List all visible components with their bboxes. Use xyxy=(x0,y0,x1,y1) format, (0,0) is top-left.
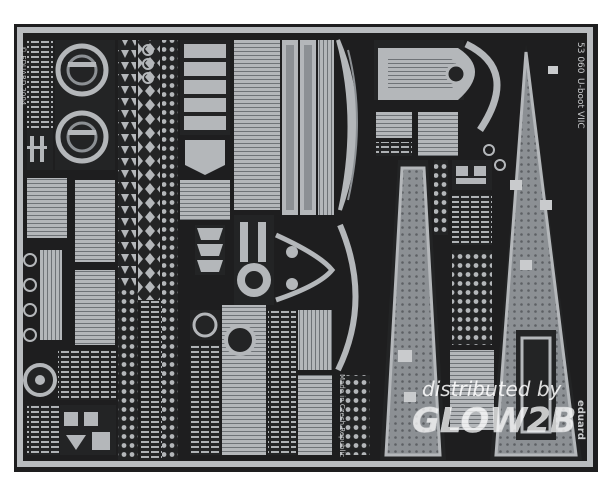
brand-label: eduard xyxy=(575,400,586,440)
fret-labels: 53 060 U-boot VIIC eduard © EDUARD 2004 … xyxy=(19,42,586,457)
distributor-watermark: distributed by GLOW2B xyxy=(412,377,577,441)
small-parts-columns xyxy=(118,40,178,460)
mid-right-parts xyxy=(434,144,506,430)
fret-border xyxy=(17,27,593,467)
rings-column xyxy=(55,40,116,455)
tower-platform xyxy=(374,40,501,156)
panel-column xyxy=(180,40,230,455)
watermark-line2: GLOW2B xyxy=(412,401,576,441)
left-parts-column xyxy=(23,40,67,455)
watermark-line1: distributed by xyxy=(422,377,563,401)
curved-pieces xyxy=(274,39,370,455)
made-in-label: Made in Czech Republic xyxy=(338,374,346,457)
kit-code-label: 53 060 xyxy=(575,42,585,74)
long-strips xyxy=(222,40,334,455)
kit-title-label: U-boot VIIC xyxy=(575,78,585,129)
copyright-label: © EDUARD 2004 xyxy=(19,46,27,106)
deck-pieces xyxy=(380,44,582,460)
